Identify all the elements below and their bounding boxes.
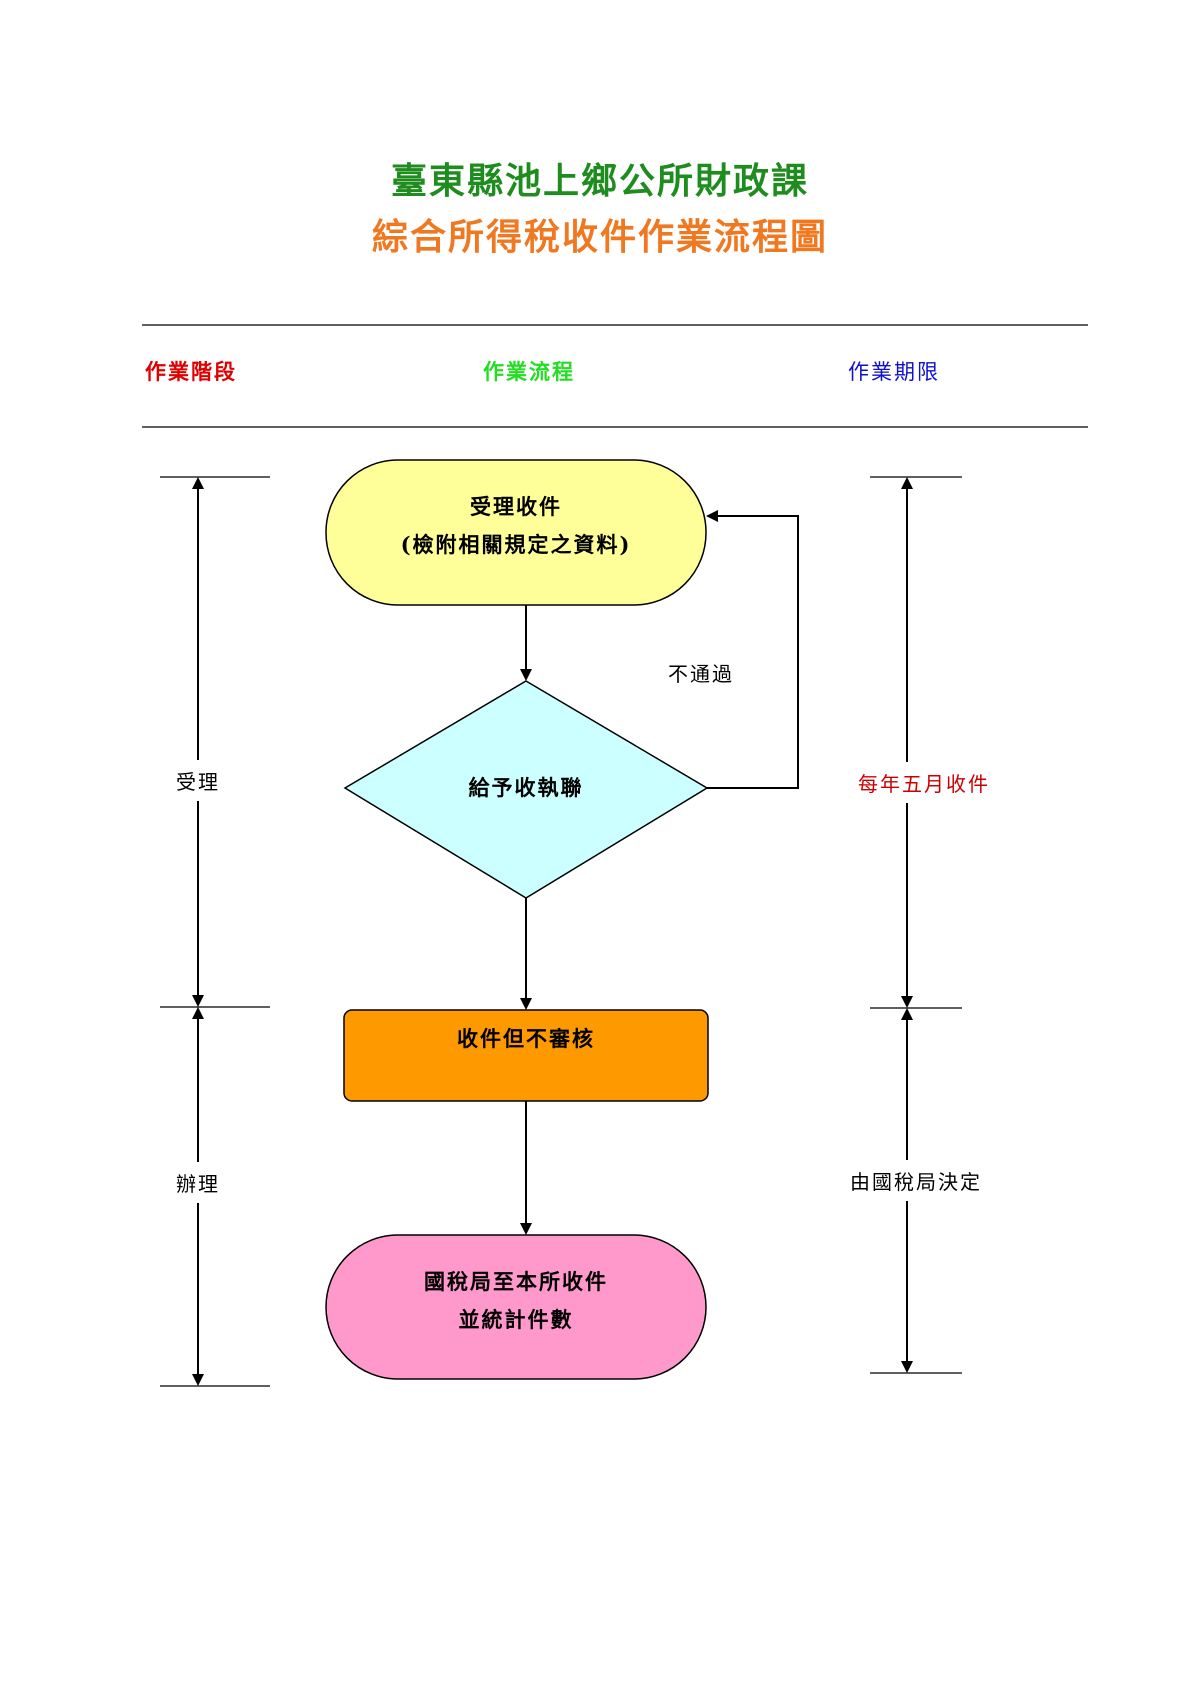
end-node-label: 國稅局至本所收件 並統計件數 (326, 1263, 706, 1339)
end-node (325, 1234, 707, 1380)
decision-node-label: 給予收執聯 (468, 775, 584, 800)
column-header-flow: 作業流程 (483, 359, 575, 384)
end-node-line1: 國稅局至本所收件 (424, 1269, 608, 1294)
start-node (325, 459, 707, 606)
start-node-label: 受理收件 (檢附相關規定之資料) (326, 488, 706, 564)
page-subtitle: 綜合所得稅收件作業流程圖 (371, 216, 828, 258)
start-node-line2: (檢附相關規定之資料) (400, 532, 632, 557)
reject-edge-label: 不通過 (668, 662, 734, 686)
stage-label-accept: 受理 (176, 760, 220, 801)
start-node-line1: 受理收件 (470, 494, 562, 519)
column-header-term: 作業期限 (848, 360, 940, 384)
stage-label-process: 辦理 (176, 1162, 220, 1203)
edge-reject-loop (706, 510, 799, 789)
column-header-stage: 作業階段 (145, 359, 237, 384)
term-label-may: 每年五月收件 (858, 762, 990, 803)
page-title: 臺東縣池上鄉公所財政課 (390, 160, 809, 202)
end-node-line2: 並統計件數 (458, 1307, 574, 1332)
process-node-label: 收件但不審核 (457, 1026, 595, 1051)
term-label-tax-bureau: 由國稅局決定 (850, 1160, 982, 1201)
